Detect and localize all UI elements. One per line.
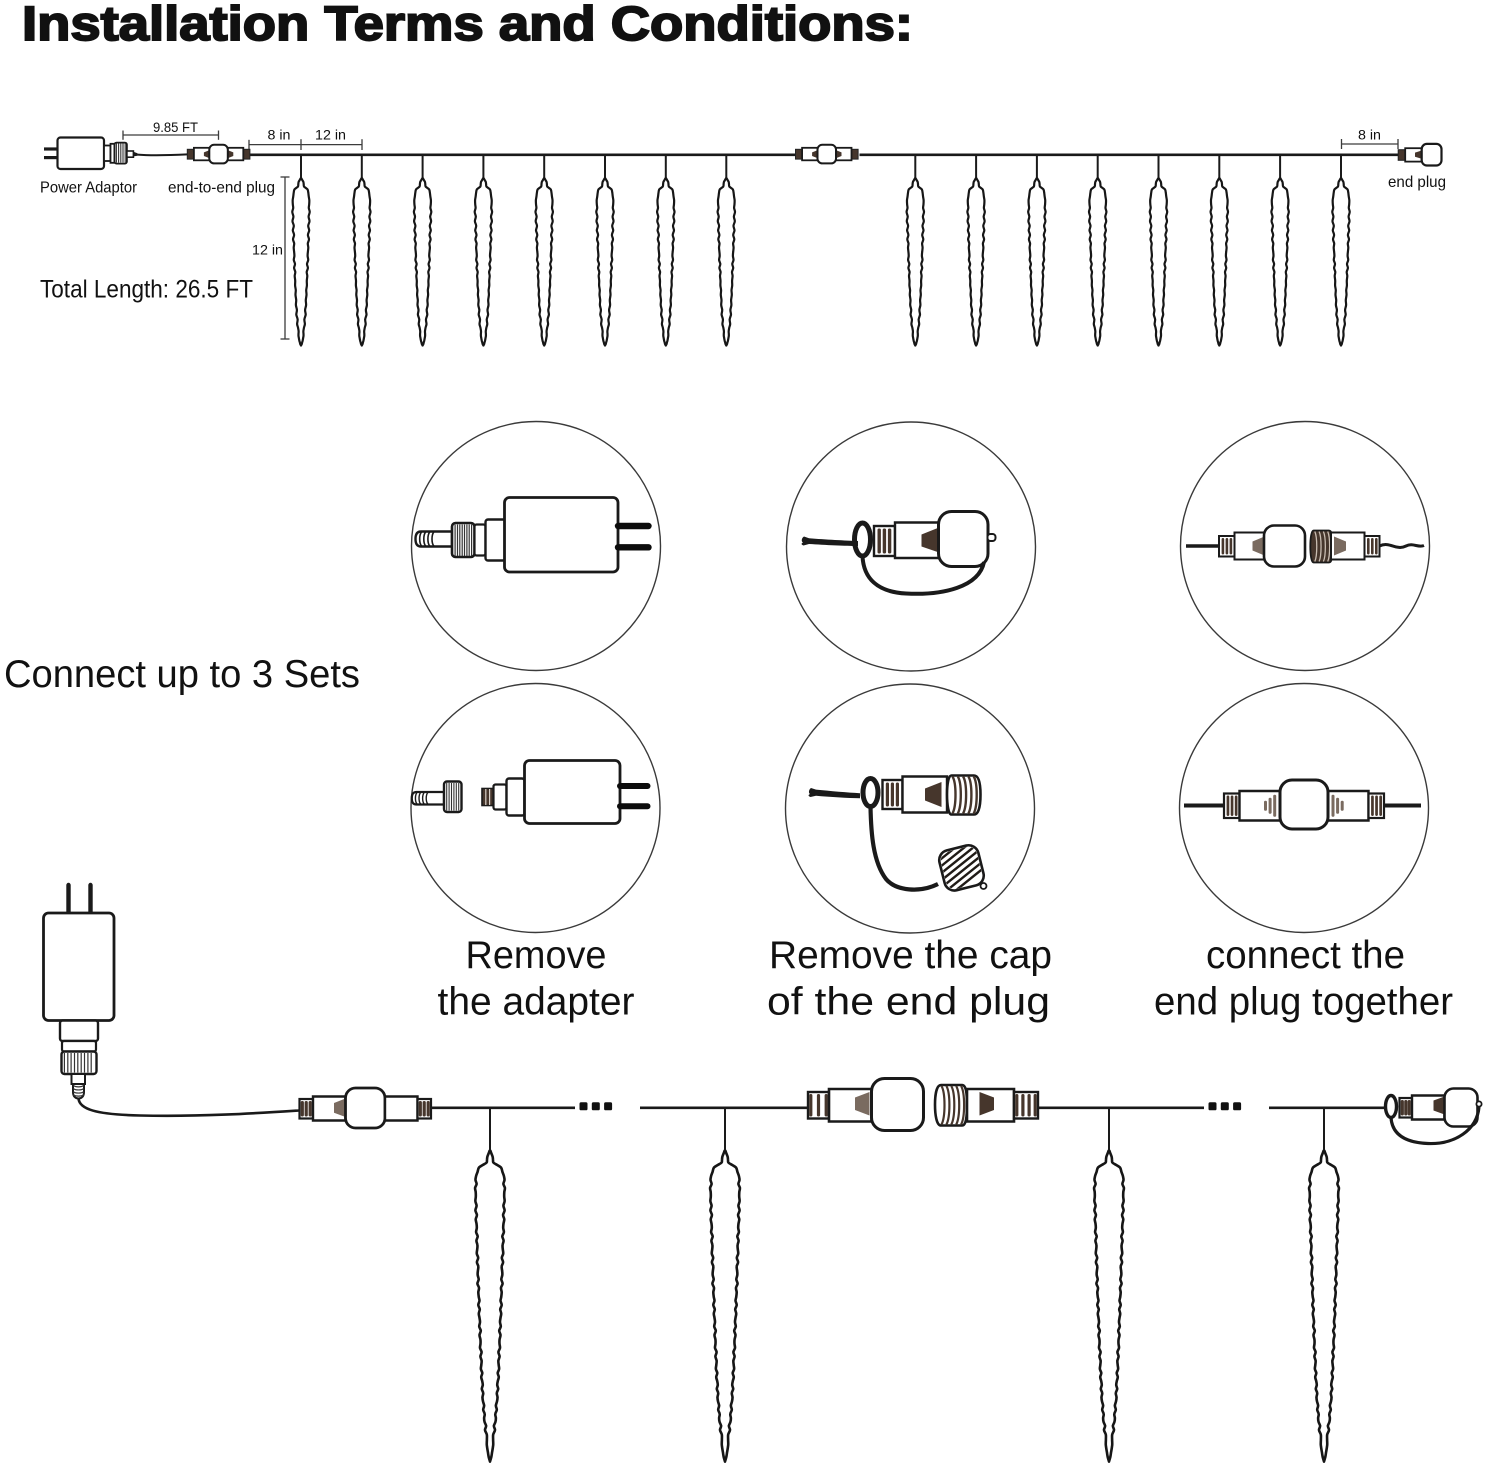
svg-text:the adapter: the adapter xyxy=(438,981,635,1024)
svg-text:Remove the cap: Remove the cap xyxy=(769,934,1052,977)
svg-text:Remove: Remove xyxy=(466,934,607,977)
svg-text:Connect up to 3 Sets: Connect up to 3 Sets xyxy=(4,653,360,696)
svg-text:8 in: 8 in xyxy=(268,127,291,143)
svg-text:Power Adaptor: Power Adaptor xyxy=(40,180,138,197)
svg-text:end-to-end plug: end-to-end plug xyxy=(168,180,275,197)
svg-text:of the end plug: of the end plug xyxy=(767,981,1050,1024)
svg-text:12 in: 12 in xyxy=(315,127,346,143)
svg-text:Installation Terms and Conditi: Installation Terms and Conditions: xyxy=(22,0,913,51)
svg-text:end plug: end plug xyxy=(1388,174,1446,191)
svg-text:end plug together: end plug together xyxy=(1154,981,1453,1024)
svg-text:Total Length: 26.5 FT: Total Length: 26.5 FT xyxy=(40,276,253,304)
svg-text:connect the: connect the xyxy=(1206,934,1405,977)
svg-text:9.85 FT: 9.85 FT xyxy=(153,119,198,135)
svg-text:12 in: 12 in xyxy=(252,242,283,258)
svg-text:8 in: 8 in xyxy=(1358,127,1381,143)
